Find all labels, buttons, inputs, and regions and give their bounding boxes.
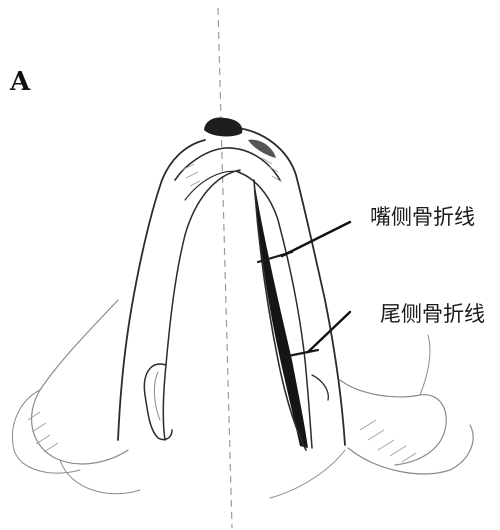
rostral-fracture-label: 嘴侧骨折线 (370, 205, 475, 229)
incisor-cap (182, 118, 282, 187)
panel-label: A (9, 67, 31, 97)
fracture-segment (254, 180, 308, 450)
mandible-outline (118, 128, 345, 448)
caudal-fracture-line (288, 350, 318, 356)
rostral-callout-line (282, 222, 350, 256)
caudal-fracture-label: 尾侧骨折线 (380, 302, 485, 326)
midline (218, 8, 232, 528)
